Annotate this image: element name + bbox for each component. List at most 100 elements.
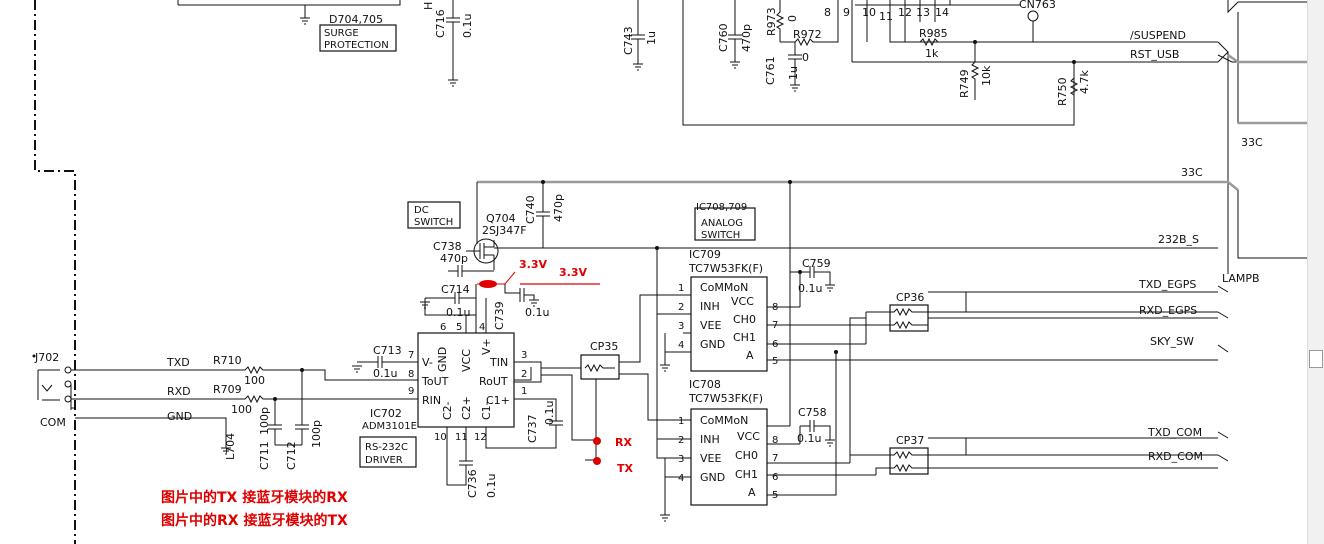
cn763-label: CN763 bbox=[1019, 0, 1056, 11]
c714-label: C714 bbox=[441, 283, 470, 296]
ic702-pin3: 3 bbox=[521, 350, 527, 361]
ic702-c2m-pin: C2- bbox=[441, 401, 454, 420]
dc-switch-line2: SWITCH bbox=[414, 217, 453, 228]
ic709-pin1: 1 bbox=[678, 283, 684, 294]
ic709-analog-switch bbox=[690, 276, 768, 372]
ic702-pin1: 1 bbox=[521, 386, 527, 397]
r750-value: 4.7k bbox=[1078, 70, 1091, 94]
ic708-709-label: IC708,709 bbox=[696, 202, 747, 213]
cn763-connector bbox=[1027, 10, 1039, 22]
ic702-pin7: 7 bbox=[408, 350, 414, 361]
rs232-box-line2: DRIVER bbox=[365, 455, 403, 466]
ic708-label: IC708 bbox=[689, 378, 721, 391]
ic708-pin3: 3 bbox=[678, 454, 684, 465]
tx-label: TX bbox=[617, 462, 634, 475]
cp36-label: CP36 bbox=[896, 291, 924, 304]
scrollbar-thumb[interactable] bbox=[1309, 350, 1323, 368]
pin-14-label: 14 bbox=[935, 6, 949, 19]
c737-label: C737 bbox=[526, 414, 539, 443]
board-outline bbox=[34, 0, 76, 544]
c758-label: C758 bbox=[798, 406, 827, 419]
pin-11-label: 11 bbox=[879, 10, 893, 23]
ic708-vee-pin: VEE bbox=[700, 452, 721, 465]
net-txd-com-label: TXD_COM bbox=[1147, 426, 1202, 439]
c716-value: 0.1u bbox=[461, 14, 474, 38]
ic702-pin8: 8 bbox=[408, 369, 414, 380]
ic702-pin6: 6 bbox=[440, 322, 446, 333]
rx-test-point bbox=[593, 437, 601, 445]
ic702-pin11: 11 bbox=[455, 432, 468, 443]
ic708-pin6: 6 bbox=[772, 472, 778, 483]
ic702-pin2: 2 bbox=[521, 369, 527, 380]
ic708-pin4: 4 bbox=[678, 473, 684, 484]
vertical-scrollbar[interactable] bbox=[1307, 0, 1324, 544]
rs232-box-line1: RS-232C bbox=[365, 442, 408, 453]
c712-value: 100p bbox=[310, 420, 323, 448]
ic702-vp-pin: V+ bbox=[480, 338, 493, 355]
ic709-vcc-pin: VCC bbox=[731, 295, 754, 308]
r973-label: R973 bbox=[765, 7, 778, 36]
analog-switch-line1: ANALOG bbox=[701, 218, 743, 229]
surge-box-line2: PROTECTION bbox=[324, 40, 389, 51]
note-tx-to-bt-rx: 图片中的TX 接蓝牙模块的RX bbox=[161, 489, 348, 506]
cp35-resistor-array bbox=[580, 354, 620, 380]
rx-label: RX bbox=[615, 436, 632, 449]
ic702-rs232-driver bbox=[417, 332, 515, 428]
tx-test-point bbox=[593, 457, 601, 465]
pin-10-label: 10 bbox=[862, 6, 876, 19]
q704-label: Q704 bbox=[486, 212, 516, 225]
surge-protection-box bbox=[319, 24, 397, 52]
net-rst-usb-label: RST_USB bbox=[1130, 48, 1179, 61]
c737-value: 0.1u bbox=[543, 401, 556, 425]
c761-value: 1u bbox=[787, 66, 800, 80]
surge-box-line1: SURGE bbox=[324, 28, 359, 39]
ic708-ch1-pin: CH1 bbox=[735, 468, 758, 481]
d704-label: D704,705 bbox=[329, 13, 383, 26]
c740-label: C740 bbox=[524, 195, 537, 224]
v33-small-label: 3.3V bbox=[519, 258, 547, 271]
v33-red-label: 3.3V bbox=[559, 266, 587, 279]
ic709-pin6: 6 bbox=[772, 339, 778, 350]
c711-value: 100p bbox=[258, 407, 271, 435]
c743-label: C743 bbox=[622, 26, 635, 55]
ic702-pin4: 4 bbox=[479, 322, 485, 333]
ic709-ch0-pin: CH0 bbox=[733, 313, 756, 326]
ic702-pin5: 5 bbox=[456, 322, 462, 333]
c713-label: C713 bbox=[373, 344, 402, 357]
net-com-label: COM bbox=[40, 416, 66, 429]
analog-switch-line2: SWITCH bbox=[701, 230, 740, 241]
net-rxd-com-label: RXD_COM bbox=[1148, 450, 1203, 463]
dc-switch-line1: DC bbox=[414, 205, 429, 216]
net-sky-sw-label: SKY_SW bbox=[1150, 335, 1194, 348]
ic702-vm-pin: V- bbox=[422, 356, 433, 369]
r749-value: 10k bbox=[980, 65, 993, 86]
q704-value: 2SJ347F bbox=[482, 224, 527, 237]
ic708-pin8: 8 bbox=[772, 435, 778, 446]
c758-value: 0.1u bbox=[797, 432, 821, 445]
ic708-a-pin: A bbox=[748, 486, 756, 499]
ic702-c1p-pin: C1+ bbox=[486, 394, 510, 407]
r709-label: R709 bbox=[213, 383, 242, 396]
ic702-gnd-pin: GND bbox=[436, 347, 449, 372]
ic702-vcc-pin: VCC bbox=[460, 349, 473, 372]
ic709-vee-pin: VEE bbox=[700, 319, 721, 332]
ic709-pin4: 4 bbox=[678, 340, 684, 351]
c759-value: 0.1u bbox=[798, 282, 822, 295]
c739-label: C739 bbox=[493, 301, 506, 330]
c760-label: C760 bbox=[717, 23, 730, 52]
ic709-label: IC709 bbox=[689, 248, 721, 261]
analog-switch-box bbox=[694, 207, 756, 241]
pin-8-label: 8 bbox=[824, 6, 831, 19]
c759-label: C759 bbox=[802, 257, 831, 270]
ic708-pin5: 5 bbox=[772, 490, 778, 501]
ic702-c1m-pin: C1- bbox=[480, 401, 493, 420]
net-232b-s-label: 232B_S bbox=[1158, 233, 1199, 246]
net-txd-egps-label: TXD_EGPS bbox=[1138, 278, 1196, 291]
ic709-pin5: 5 bbox=[772, 356, 778, 367]
r749-label: R749 bbox=[958, 69, 971, 98]
c716-label: C716 bbox=[434, 9, 447, 38]
r973-value: 0 bbox=[786, 15, 799, 22]
r710-label: R710 bbox=[213, 354, 242, 367]
ic709-ch1-pin: CH1 bbox=[733, 331, 756, 344]
